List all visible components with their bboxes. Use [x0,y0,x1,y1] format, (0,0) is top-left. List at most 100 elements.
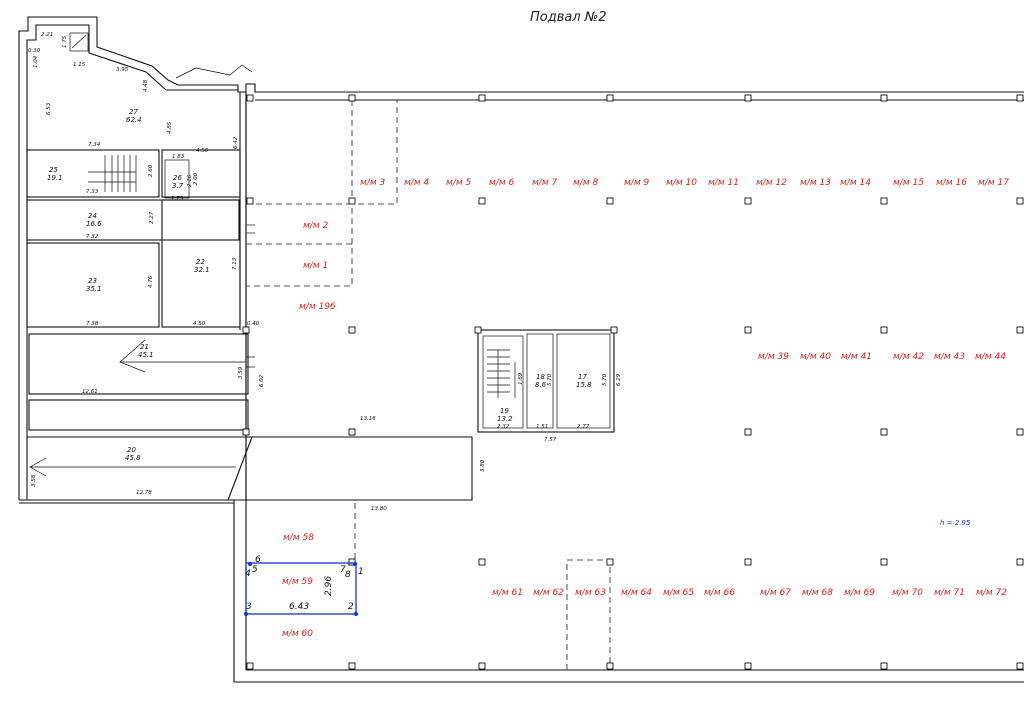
room-25-number: 25 [49,166,58,174]
point-4: 4 [245,569,251,579]
parking-space-label[interactable]: м/м 15 [893,178,924,188]
column [610,326,618,334]
dimension-label: 1.15 [73,62,86,68]
parking-space-label[interactable]: м/м 59 [282,577,313,587]
column [744,326,752,334]
room-23-area: 35.1 [86,285,102,293]
column [744,94,752,102]
parking-space-label[interactable]: м/м 1 [303,261,328,271]
parking-space-label[interactable]: м/м 68 [802,588,833,598]
column [1016,94,1024,102]
dimension-label: 2.32 [497,424,510,430]
parking-space-label[interactable]: м/м 12 [756,178,787,188]
column [744,662,752,670]
dimension-label: 2.27 [149,211,155,224]
selected-area[interactable]: 6 5 4 7 8 1 3 2 6.43 2.96 [244,555,364,616]
dimension-label: 5.70 [602,373,608,386]
room-19-area: 13.2 [497,415,513,423]
parking-space-label[interactable]: м/м 8 [573,178,598,188]
parking-space-label[interactable]: м/м 62 [533,588,564,598]
room-26-number: 26 [173,174,182,182]
parking-space-label[interactable]: м/м 41 [841,352,872,362]
parking-space-label[interactable]: м/м 67 [760,588,791,598]
stair-25 [88,155,137,192]
column [348,662,356,670]
parking-space-label[interactable]: м/м 40 [800,352,831,362]
room-26-area: 3.7 [172,182,184,190]
column [1016,326,1024,334]
parking-space-label[interactable]: м/м 44 [975,352,1006,362]
dimension-label: 6.42 [233,136,239,149]
parking-space-label[interactable]: м/м 14 [840,178,871,188]
dimension-label: 3.80 [480,459,486,472]
parking-space-label[interactable]: м/м 65 [663,588,694,598]
column [478,558,486,566]
column [606,558,614,566]
parking-space-label[interactable]: м/м 7 [532,178,557,188]
parking-space-label[interactable]: м/м 72 [976,588,1007,598]
dimension-label: 1.83 [172,154,185,160]
room-19-number: 19 [500,407,509,415]
parking-space-label[interactable]: м/м 16 [936,178,967,188]
dimension-label: 2.60 [148,164,154,177]
room-labels: 27 62.4 25 19.1 26 3.7 24 16.6 22 32.1 2… [47,108,592,462]
room-21-number: 21 [140,343,149,351]
parking-space-label[interactable]: м/м 64 [621,588,652,598]
dimension-label: 6.29 [616,373,622,386]
dimension-label: 1.51 [536,424,548,430]
column [474,326,482,334]
parking-space-label[interactable]: м/м 4 [404,178,429,188]
parking-space-label[interactable]: м/м 10 [666,178,697,188]
parking-space-label[interactable]: м/м 66 [704,588,735,598]
left-rooms [26,149,473,501]
parking-space-label[interactable]: м/м 39 [758,352,789,362]
dimension-label: 1.04 [33,55,39,68]
dimension-label: 6.53 [46,102,52,115]
column [242,326,250,334]
parking-space-label[interactable]: м/м 42 [893,352,924,362]
parking-space-label[interactable]: м/м 196 [299,302,336,312]
column [478,94,486,102]
column [348,197,356,205]
parking-space-label[interactable]: м/м 70 [892,588,923,598]
dimension-label: 5.70 [547,373,553,386]
dimension-label: 3.95 [116,67,129,73]
point-1: 1 [358,567,364,577]
parking-space-label[interactable]: м/м 2 [303,221,328,231]
left-block-walls [18,16,1024,683]
room-22-area: 32.1 [194,266,210,274]
column [348,428,356,436]
dimension-label: 13.80 [371,506,387,512]
parking-space-label[interactable]: м/м 71 [934,588,965,598]
selection-height: 2.96 [324,576,334,596]
point-5: 5 [252,565,258,575]
column [744,428,752,436]
parking-space-label[interactable]: м/м 60 [282,629,313,639]
dimension-label: 2.00 [193,172,199,185]
column [1016,428,1024,436]
parking-space-label[interactable]: м/м 13 [800,178,831,188]
parking-space-label[interactable]: м/м 63 [575,588,606,598]
dimension-label: 0.40 [247,321,260,327]
plan-title: Подвал №2 [530,10,607,25]
parking-space-label[interactable]: м/м 17 [978,178,1009,188]
parking-space-label[interactable]: м/м 61 [492,588,523,598]
column [880,326,888,334]
parking-space-label[interactable]: м/м 6 [489,178,514,188]
dashed-zones [246,100,611,670]
parking-space-label[interactable]: м/м 43 [934,352,965,362]
parking-space-label[interactable]: м/м 69 [844,588,875,598]
parking-space-label[interactable]: м/м 11 [708,178,739,188]
parking-space-label[interactable]: м/м 5 [446,178,471,188]
dimension-label: 12.78 [136,490,152,496]
dimension-label: 12.61 [82,389,98,395]
column [880,662,888,670]
dimension-label: 13.16 [360,416,376,422]
parking-space-label[interactable]: м/м 3 [360,178,385,188]
parking-space-label[interactable]: м/м 9 [624,178,649,188]
parking-space-label[interactable]: м/м 58 [283,533,314,543]
room-18-number: 18 [536,373,545,381]
dimension-label: 2.21 [41,32,53,38]
column [246,94,254,102]
